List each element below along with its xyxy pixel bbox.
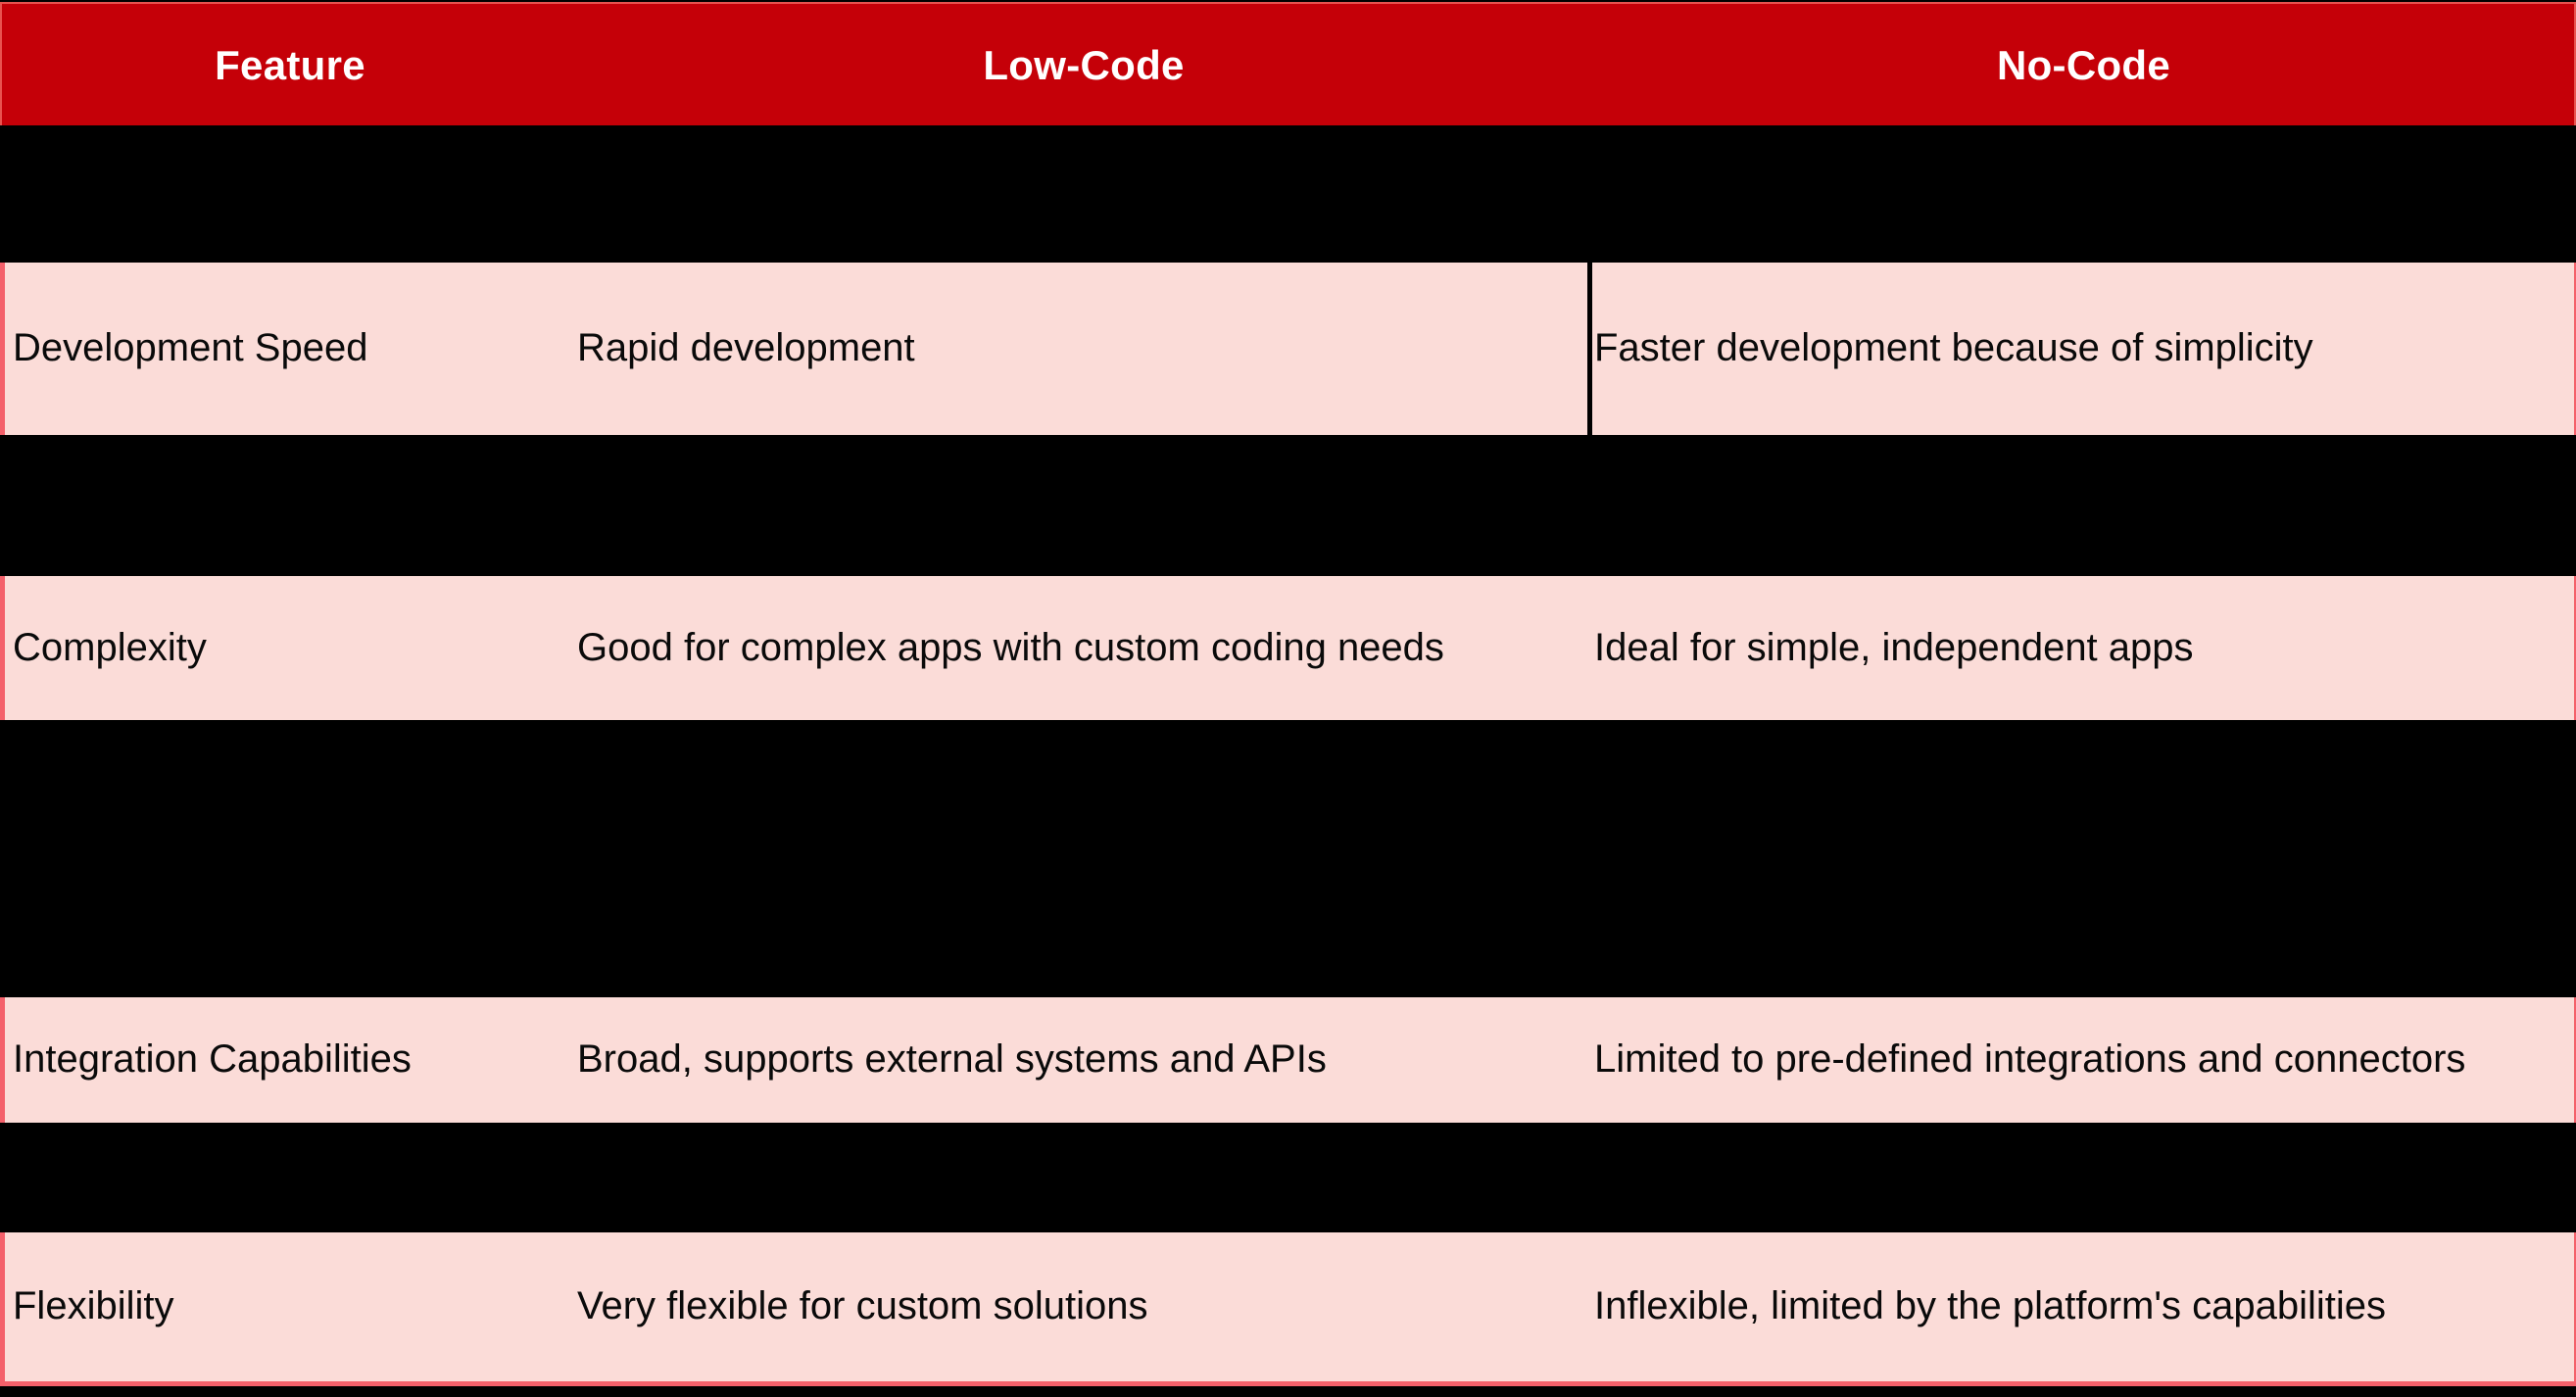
cell-low-code-text: Very flexible for custom solutions xyxy=(577,1284,1148,1328)
cell-low-code-text: Broad, supports external systems and API… xyxy=(577,1037,1327,1082)
table-row: Development Speed Rapid development Fast… xyxy=(0,263,2576,435)
cell-low-code-text: Good for complex apps with custom coding… xyxy=(577,625,1444,669)
cell-feature: Flexibility xyxy=(13,1232,571,1381)
cell-feature: Development Speed xyxy=(13,263,571,435)
cell-low-code-text: Rapid development xyxy=(577,326,915,370)
cell-low-code: Good for complex apps with custom coding… xyxy=(577,576,1588,720)
table-row: Integration Capabilities Broad, supports… xyxy=(0,997,2576,1123)
table-row: Complexity Good for complex apps with cu… xyxy=(0,576,2576,720)
spacer-band xyxy=(0,1123,2576,1232)
cell-feature-text: Development Speed xyxy=(13,326,368,370)
cell-no-code: Limited to pre-defined integrations and … xyxy=(1594,997,2574,1123)
column-header-no-code-label: No-Code xyxy=(1996,42,2171,88)
cell-low-code: Broad, supports external systems and API… xyxy=(577,997,1588,1123)
column-divider xyxy=(1587,263,1592,435)
cell-no-code-text: Ideal for simple, independent apps xyxy=(1594,625,2194,669)
cell-no-code: Faster development because of simplicity xyxy=(1594,263,2574,435)
cell-feature-text: Complexity xyxy=(13,625,207,669)
table-header-row: Feature Low-Code No-Code xyxy=(0,2,2576,125)
cell-feature-text: Integration Capabilities xyxy=(13,1037,412,1082)
cell-no-code-text: Inflexible, limited by the platform's ca… xyxy=(1594,1284,2387,1328)
column-header-no-code: No-Code xyxy=(1589,4,2576,127)
column-header-feature: Feature xyxy=(2,4,578,127)
spacer-band xyxy=(0,125,2576,263)
cell-feature: Complexity xyxy=(13,576,571,720)
cell-no-code: Ideal for simple, independent apps xyxy=(1594,576,2574,720)
column-header-low-code-label: Low-Code xyxy=(983,42,1185,88)
cell-low-code: Very flexible for custom solutions xyxy=(577,1232,1588,1381)
cell-no-code: Inflexible, limited by the platform's ca… xyxy=(1594,1232,2574,1381)
cell-feature: Integration Capabilities xyxy=(13,997,571,1123)
cell-low-code: Rapid development xyxy=(577,263,1588,435)
table-row: Flexibility Very flexible for custom sol… xyxy=(0,1232,2576,1386)
column-header-low-code: Low-Code xyxy=(578,4,1589,127)
spacer-band xyxy=(0,720,2576,997)
cell-feature-text: Flexibility xyxy=(13,1284,174,1328)
cell-no-code-text: Limited to pre-defined integrations and … xyxy=(1594,1037,2466,1082)
column-header-feature-label: Feature xyxy=(215,42,365,88)
spacer-band xyxy=(0,435,2576,576)
cell-no-code-text: Faster development because of simplicity xyxy=(1594,326,2313,370)
spacer-band xyxy=(0,1386,2576,1397)
